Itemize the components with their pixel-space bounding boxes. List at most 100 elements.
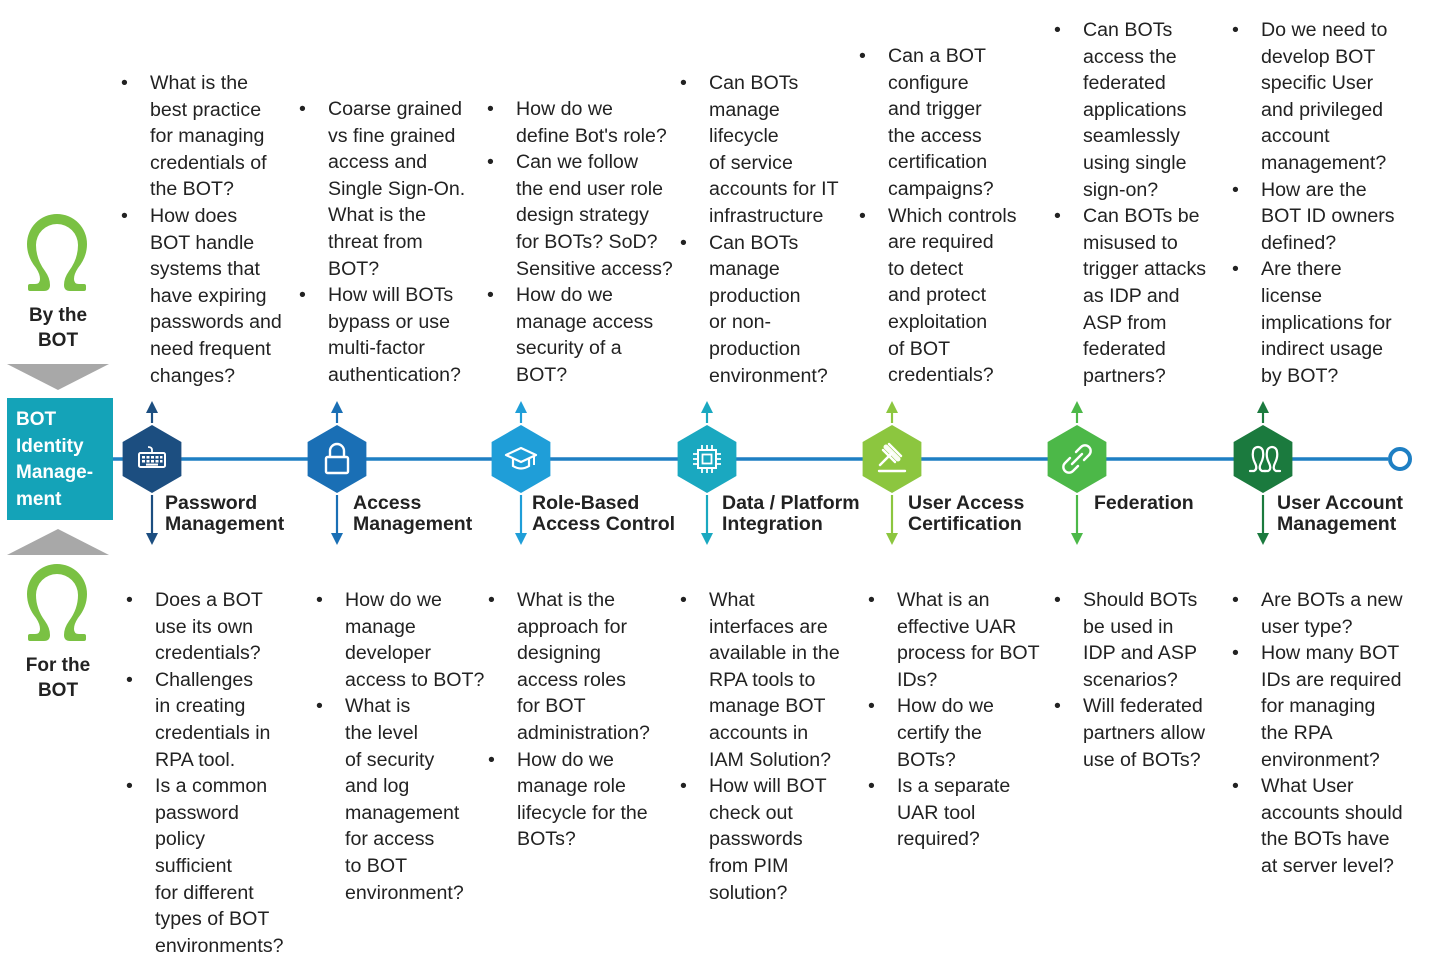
stage-1	[122, 401, 182, 545]
stage-6	[1047, 401, 1107, 545]
up-arrowhead	[1071, 401, 1083, 413]
stage-7	[1233, 401, 1293, 545]
question-line: administration?	[517, 721, 650, 744]
question-line: for different	[155, 881, 254, 904]
question-line: from PIM	[709, 854, 789, 877]
question-line: How do we	[516, 284, 613, 307]
question-line: vs fine grained	[328, 124, 456, 147]
question-line: systems that	[150, 258, 260, 281]
question-line: sign-on?	[1083, 178, 1159, 201]
stage-title-line: Integration	[722, 513, 823, 535]
question-line: ASP from	[1083, 311, 1167, 334]
question-line: Can a BOT	[888, 45, 987, 67]
question-line: process for BOT	[897, 642, 1040, 665]
stage-title-line: Access Control	[532, 513, 676, 535]
question-line: implications for	[1261, 311, 1392, 334]
up-arrowhead	[515, 401, 527, 413]
question-line: to BOT	[345, 854, 408, 877]
question-line: the access	[888, 124, 982, 147]
for-label-line-2: BOT	[37, 680, 79, 701]
question-line: available in the	[709, 642, 840, 665]
question-line: and privileged	[1261, 98, 1384, 121]
stage-title-line: Access	[353, 492, 422, 514]
question-line: of service	[709, 151, 793, 174]
question-line: Are there	[1261, 258, 1342, 281]
question-line: approach for	[517, 615, 628, 638]
up-arrow-triangle	[7, 529, 109, 555]
question-line: define Bot's role?	[516, 124, 667, 147]
question-line: IAM Solution?	[709, 748, 831, 771]
question-line: RPA tools to	[709, 668, 816, 691]
question-line: Will federated	[1083, 695, 1203, 718]
question-line: partners?	[1083, 364, 1166, 387]
question-line: of BOT	[888, 337, 951, 360]
question-line: in creating	[155, 695, 246, 718]
stage-4	[677, 401, 737, 545]
question-line: environment?	[345, 881, 464, 904]
up-arrowhead	[886, 401, 898, 413]
question-line: applications	[1083, 98, 1187, 121]
question-line: passwords and	[150, 311, 282, 334]
down-arrowhead	[331, 533, 343, 545]
question-line: certification	[888, 151, 988, 174]
question-line: access the	[1083, 45, 1177, 68]
up-arrowhead	[331, 401, 343, 413]
question-line: Are BOTs a new	[1261, 589, 1403, 611]
up-arrowhead	[1257, 401, 1269, 413]
question-line: Should BOTs	[1083, 589, 1198, 611]
question-line: accounts should	[1261, 801, 1403, 824]
question-line: IDs?	[897, 668, 938, 691]
question-line: infrastructure	[709, 204, 824, 227]
question-line: manage	[709, 258, 780, 281]
question-line: develop BOT	[1261, 45, 1376, 68]
question-line: exploitation	[888, 310, 988, 333]
question-line: need frequent	[150, 337, 271, 360]
question-line: are required	[888, 231, 994, 254]
question-line: policy	[155, 828, 206, 851]
question-line: Does a BOT	[155, 589, 263, 611]
by-bot-person-icon	[27, 214, 87, 291]
center-label-line-1: BOT	[16, 409, 57, 430]
question-line: Do we need to	[1261, 19, 1388, 41]
stage-5	[862, 401, 922, 545]
question-line: solution?	[709, 881, 788, 904]
question-line: Can BOTs	[709, 231, 799, 254]
question-line: manage role	[517, 775, 626, 798]
question-line: environment?	[1261, 748, 1380, 771]
question-line: the BOTs have	[1261, 828, 1390, 851]
left-panel	[7, 214, 113, 641]
question-line: BOT handle	[150, 231, 255, 254]
by-label-line-1: By the	[28, 305, 88, 326]
question-line: UAR tool	[897, 801, 976, 824]
question-line: scenarios?	[1083, 668, 1178, 691]
question-line: best practice	[150, 98, 262, 121]
question-line: credentials?	[888, 364, 994, 387]
question-line: the RPA	[1261, 721, 1333, 744]
down-arrowhead	[701, 533, 713, 545]
down-arrowhead	[1071, 533, 1083, 545]
question-line: defined?	[1261, 231, 1337, 254]
center-label-line-3: Manage-	[16, 462, 94, 483]
question-line: manage	[345, 615, 416, 638]
question-line: for managing	[150, 125, 265, 148]
stage-title-line: User Account	[1277, 492, 1404, 514]
question-line: and log	[345, 775, 410, 798]
